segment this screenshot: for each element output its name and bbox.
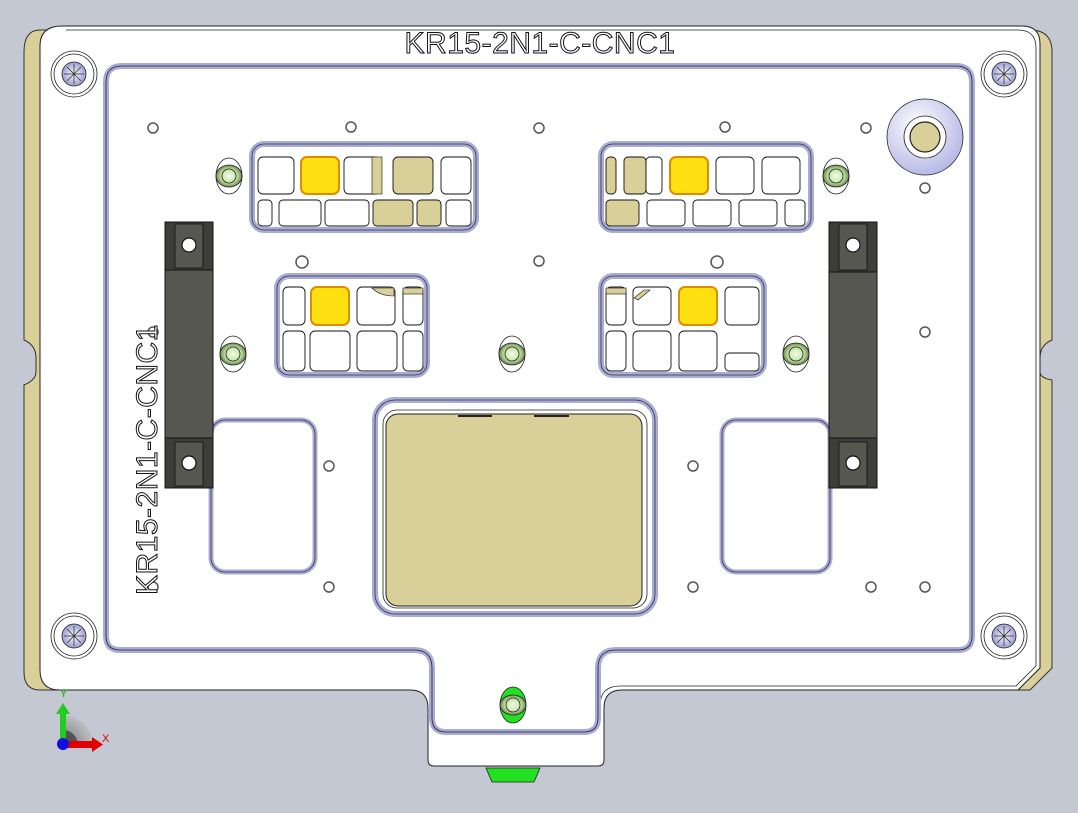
small-holes <box>147 121 931 593</box>
axis-y-label: Y <box>60 688 68 700</box>
bushing <box>886 98 964 176</box>
engraving-top-label: KR15-2N1-C-CNC1 <box>404 27 676 61</box>
yellow-pad <box>669 156 709 195</box>
yellow-pad <box>310 286 350 326</box>
locating-pins <box>215 157 850 724</box>
bottom-tab <box>485 767 541 783</box>
axis-triad <box>56 703 103 752</box>
yellow-pad <box>300 156 340 195</box>
pocket-upper-right <box>598 141 814 233</box>
yellow-pad <box>678 286 718 326</box>
pocket-middle-left <box>274 273 430 378</box>
side-window-right <box>719 417 833 575</box>
engraving-side-label: KR15-2N1-C-CNC1 <box>131 324 165 596</box>
clamp-bar-left <box>164 221 214 489</box>
clamp-bar-right <box>828 221 878 489</box>
center-recess <box>372 397 658 617</box>
axis-x-label: X <box>102 733 110 745</box>
tan-surface <box>385 413 643 607</box>
corner-screws <box>50 50 1028 660</box>
side-window-left <box>208 417 318 575</box>
pocket-middle-right <box>598 273 767 378</box>
pocket-upper-left <box>249 141 479 233</box>
